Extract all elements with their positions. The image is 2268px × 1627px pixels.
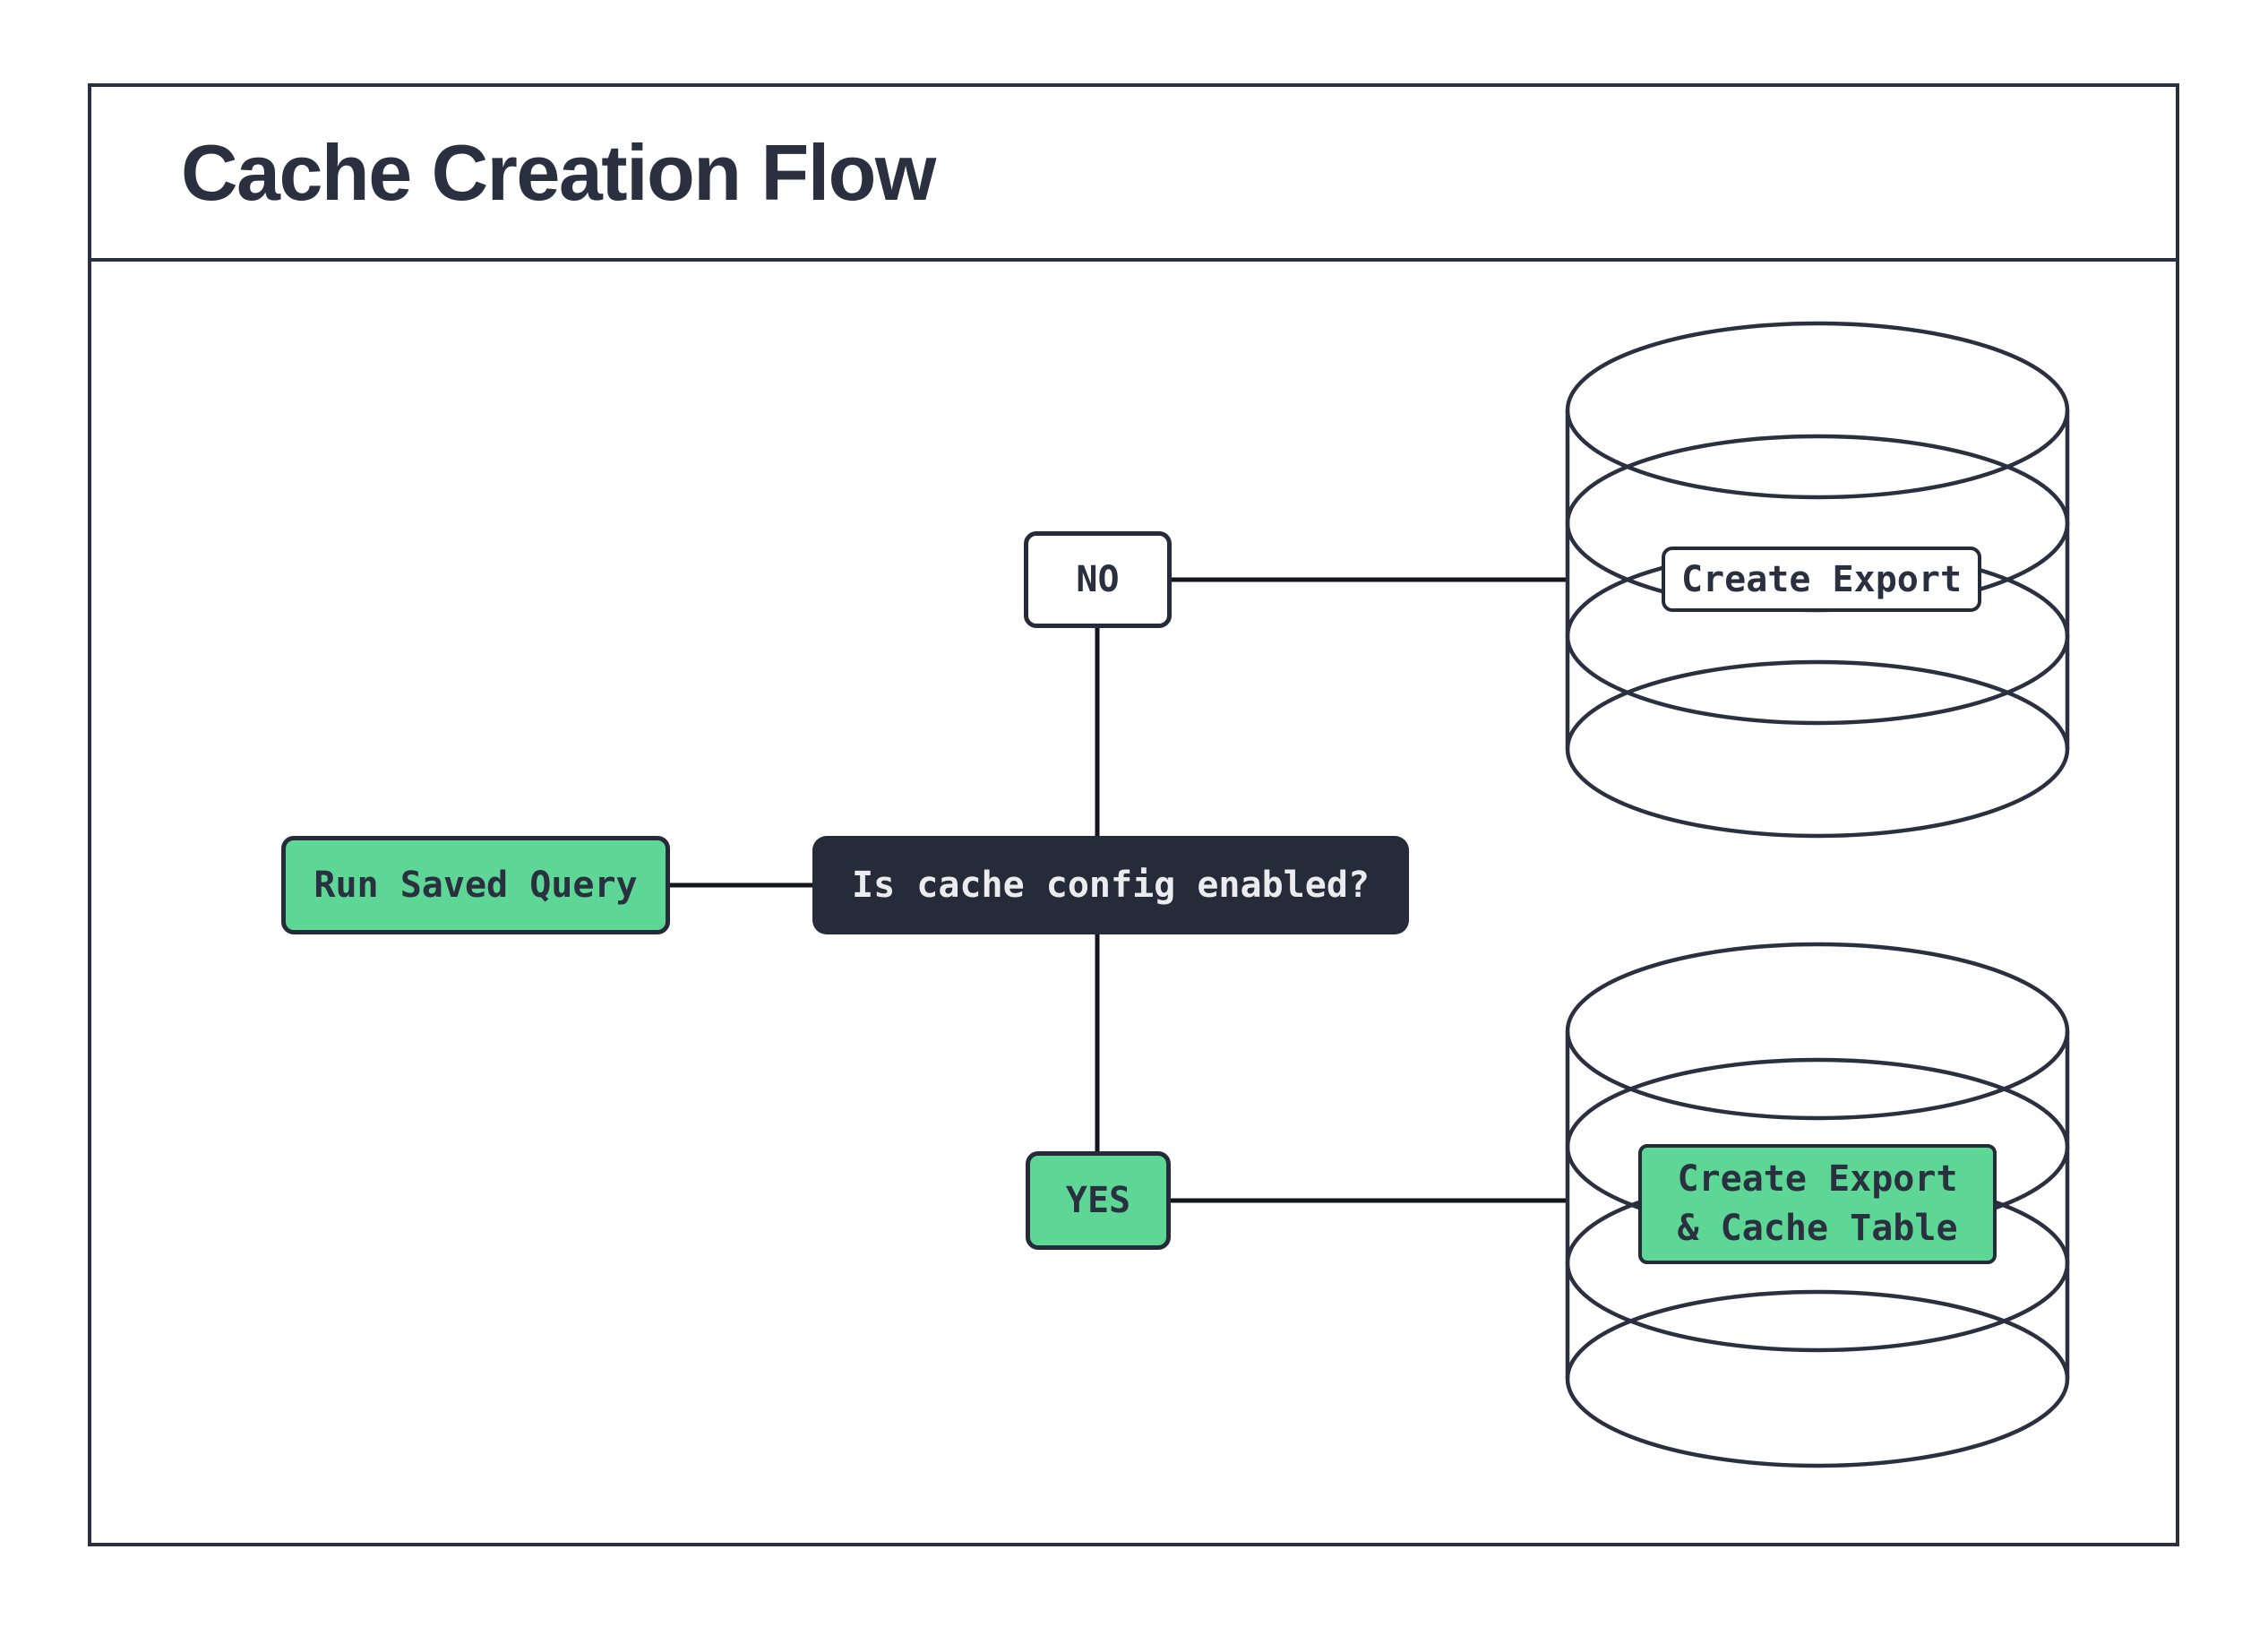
diagram-header: Cache Creation Flow bbox=[91, 87, 2176, 262]
node-decision-cache-config: Is cache config enabled? bbox=[812, 836, 1409, 934]
cache-database-icon bbox=[1565, 942, 2070, 1468]
diagram-frame: Cache Creation Flow bbox=[88, 83, 2179, 1546]
page-title: Cache Creation Flow bbox=[181, 127, 936, 217]
node-run-saved-query: Run Saved Query bbox=[281, 836, 670, 934]
label-create-export-cache-line1: Create Export bbox=[1677, 1158, 1958, 1200]
node-branch-no: NO bbox=[1024, 531, 1172, 628]
label-create-export: Create Export bbox=[1662, 547, 1981, 612]
export-database-icon bbox=[1565, 321, 2070, 839]
node-branch-yes: YES bbox=[1026, 1151, 1171, 1250]
connector-lines bbox=[670, 577, 1568, 1203]
label-create-export-cache-table: Create Export & Cache Table bbox=[1638, 1144, 1997, 1264]
label-create-export-cache-line2: & Cache Table bbox=[1677, 1208, 1958, 1249]
